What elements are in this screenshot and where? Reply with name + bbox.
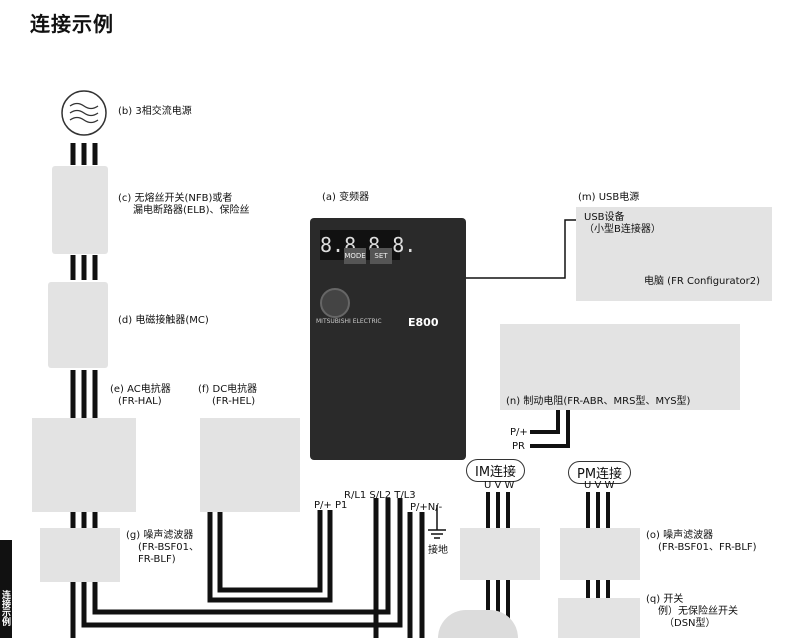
mode-button[interactable]: MODE (344, 248, 366, 264)
noise-filter-g-label-3: FR-BLF) (138, 554, 176, 565)
wave-icon (69, 102, 99, 124)
main-power-wires (70, 143, 98, 528)
ground-label: 接地 (428, 545, 448, 556)
ground-symbol (428, 505, 446, 539)
motor-image (438, 610, 518, 638)
im-connection-badge: IM连接 (466, 459, 526, 482)
pm-connection-badge: PM连接 (568, 461, 632, 484)
noise-filter-o-image (560, 528, 640, 580)
switch-q-image (558, 598, 640, 638)
dial-knob[interactable] (320, 288, 350, 318)
terminal-pn-label: P/+N/- (410, 502, 443, 513)
side-tab (0, 540, 12, 638)
breaker-label-1: (c) 无熔丝开关(NFB)或者 (118, 193, 233, 204)
brand-label: MITSUBISHI ELECTRIC (316, 318, 382, 325)
noise-filter-g-label-2: (FR-BSF01、 (138, 542, 199, 553)
pc-label: 电脑 (FR Configurator2) (644, 276, 761, 287)
pm-uvw-label: U V W (584, 480, 615, 491)
side-tab-text: 连接示例 (0, 590, 10, 626)
ac-reactor-label-2: (FR-HAL) (118, 396, 162, 407)
dc-reactor-label-2: (FR-HEL) (212, 396, 256, 407)
noise-filter-o-label-1: (o) 噪声滤波器 (646, 530, 714, 541)
ac-reactor-label-1: (e) AC电抗器 (110, 384, 171, 395)
noise-filter-im-image (460, 528, 540, 580)
usb-power-label: (m) USB电源 (578, 192, 640, 203)
dc-reactor-image (200, 418, 300, 512)
brake-resistor-image (500, 324, 740, 410)
usb-panel (576, 207, 772, 301)
page-title: 连接示例 (30, 12, 114, 36)
usb-device-label-2: （小型B连接器） (584, 224, 661, 235)
usb-device-label-1: USB设备 (584, 212, 625, 223)
inverter-body: 8.8.8.8. MODE SET MITSUBISHI ELECTRIC E8… (310, 218, 466, 460)
inverter-label: (a) 变频器 (322, 192, 370, 203)
model-label: E800 (408, 316, 439, 329)
breaker-image (52, 166, 108, 254)
terminal-rst-label: R/L1 S/L2 T/L3 (344, 490, 416, 501)
dc-reactor-label-1: (f) DC电抗器 (198, 384, 258, 395)
im-uvw-label: U V W (484, 480, 515, 491)
switch-q-label-1: (q) 开关 (646, 594, 684, 605)
brake-resistor-label: (n) 制动电阻(FR-ABR、MRS型、MYS型) (506, 396, 691, 407)
noise-filter-g-image (40, 528, 120, 582)
breaker-label-2: 漏电断路器(ELB)、保险丝 (133, 205, 250, 216)
terminal-p1-label: P/+ P1 (314, 500, 348, 511)
routed-input-wires (70, 498, 425, 638)
noise-filter-o-label-2: (FR-BSF01、FR-BLF) (658, 542, 757, 553)
ac-reactor-image (32, 418, 136, 512)
contactor-image (48, 282, 108, 368)
switch-q-label-3: （DSN型） (664, 618, 716, 629)
noise-filter-g-label-1: (g) 噪声滤波器 (126, 530, 194, 541)
switch-q-label-2: 例）无保险丝开关 (658, 606, 738, 617)
power-source-label: (b) 3相交流电源 (118, 106, 192, 117)
contactor-label: (d) 电磁接触器(MC) (118, 315, 209, 326)
brake-p-label: P/+ (510, 427, 528, 438)
brake-resistor-wires (530, 410, 570, 448)
set-button[interactable]: SET (370, 248, 392, 264)
brake-pr-label: PR (512, 441, 525, 452)
